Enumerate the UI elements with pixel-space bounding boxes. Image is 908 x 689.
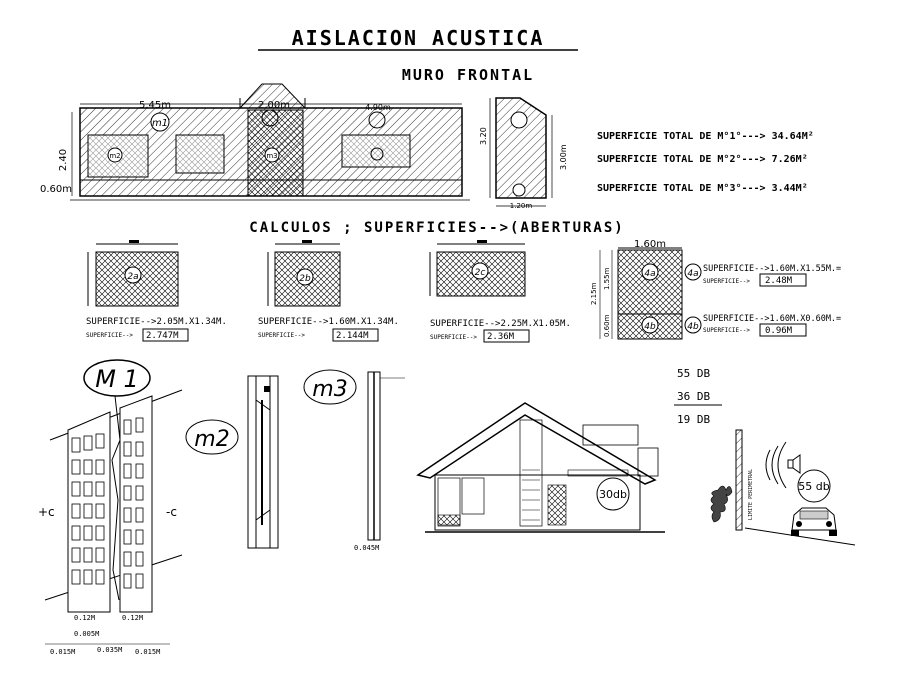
detail-m3-dim: 0.045M <box>354 544 379 552</box>
wall-label: LIMITE PERIMETRAL <box>748 469 754 520</box>
detail-m1-minus: -c <box>166 505 177 519</box>
opening-4a-line1: SUPERFICIE-->1.60M.X1.55M.= <box>703 264 841 274</box>
detail-m1-dim-2: 0.005M <box>74 630 99 638</box>
opening-2a-result: 2.747M <box>146 331 179 341</box>
opening-4b-result: 0.96M <box>765 326 793 336</box>
opening-2a: 2a SUPERFICIE-->2.05M.X1.34M. SUPERFICIE… <box>86 240 227 342</box>
db-value-1: 55 DB <box>677 367 710 380</box>
opening-4-h-total: 2.15m <box>590 282 598 305</box>
opening-2b-tag: 2b <box>299 274 311 284</box>
detail-m1-label: M 1 <box>95 365 139 393</box>
opening-4b-line2-label: SUPERFICIE--> <box>703 327 750 334</box>
opening-4b-tag: 4b <box>687 322 699 332</box>
db-value-3: 19 DB <box>677 413 710 426</box>
opening-4a-tag-inner: 4a <box>644 269 655 279</box>
opening-2c-result: 2.36M <box>487 332 515 342</box>
opening-4a-line2-label: SUPERFICIE--> <box>703 278 750 285</box>
dim-top-a: 5.45m <box>139 100 171 111</box>
opening-2b-line2-label: SUPERFICIE--> <box>258 332 305 339</box>
opening-2c-line2-label: SUPERFICIE--> <box>430 334 477 341</box>
opening-4b-tag-inner: 4b <box>644 322 656 332</box>
noise-source: 55 db <box>765 441 837 536</box>
opening-4-h-upper: 1.55m <box>603 267 611 290</box>
drawing-title: AISLACION ACUSTICA <box>292 26 545 50</box>
wall-tag-m2: m2 <box>109 152 120 160</box>
side-wall-elevation: 3.20 3.00m 1.20m <box>479 97 568 210</box>
opening-2a-tag: 2a <box>127 272 138 282</box>
dim-top-c: 4.90m <box>365 103 391 112</box>
detail-m3: m3 0.045M <box>303 369 405 552</box>
opening-2c-line1: SUPERFICIE-->2.25M.X1.05M. <box>430 319 571 329</box>
wall-tag-m3: m3 <box>266 152 277 160</box>
opening-2b-line1: SUPERFICIE-->1.60M.X1.34M. <box>258 317 399 327</box>
house-section: 30db <box>416 402 665 533</box>
opening-4-h-lower: 0.60m <box>603 314 611 337</box>
opening-4b-line1: SUPERFICIE-->1.60M.X0.60M.= <box>703 314 841 324</box>
sound-waves-icon <box>765 441 787 489</box>
detail-m2-label: m2 <box>194 427 229 452</box>
opening-2a-line1: SUPERFICIE-->2.05M.X1.34M. <box>86 317 227 327</box>
detail-m1-dim-1: 0.12M <box>74 614 95 622</box>
total-m3: SUPERFICIE TOTAL DE M°3°---> 3.44M² <box>597 183 808 194</box>
surface-totals: SUPERFICIE TOTAL DE M°1°---> 34.64M² SUP… <box>597 131 814 194</box>
opening-2b-result: 2.144M <box>336 331 369 341</box>
detail-m1-plus: +c <box>38 505 55 519</box>
opening-2c-tag: 2c <box>475 268 486 278</box>
section-title: CALCULOS ; SUPERFICIES-->(ABERTURAS) <box>249 220 624 236</box>
boundary-wall: LIMITE PERIMETRAL <box>710 429 856 546</box>
decibel-values: 55 DB 36 DB 19 DB <box>674 367 722 426</box>
front-wall-elevation: m1 m2 m3 5.45m 2.00m 4.90m 2.40 0.60m <box>40 83 470 201</box>
inside-db: 30db <box>599 488 627 501</box>
dim-base-height: 0.60m <box>40 184 72 195</box>
car-icon <box>791 507 837 536</box>
detail-m1-dim-4: 0.015M <box>50 648 75 656</box>
total-m2: SUPERFICIE TOTAL DE M°2°---> 7.26M² <box>597 154 808 165</box>
opening-4a-result: 2.48M <box>765 276 793 286</box>
detail-m1-dim-3: 0.12M <box>122 614 143 622</box>
dim-left-height: 2.40 <box>58 149 69 171</box>
total-m1: SUPERFICIE TOTAL DE M°1°---> 34.64M² <box>597 131 814 142</box>
side-dim-w: 1.20m <box>510 202 533 210</box>
side-dim-h2: 3.00m <box>559 144 568 170</box>
opening-2a-line2-label: SUPERFICIE--> <box>86 332 133 339</box>
opening-4a-tag: 4a <box>687 269 698 279</box>
detail-m1-dim-6: 0.015M <box>135 648 160 656</box>
detail-m2: m2 <box>185 375 279 549</box>
outside-db: 55 db <box>798 480 829 493</box>
opening-2b: 2b SUPERFICIE-->1.60M.X1.34M. SUPERFICIE… <box>258 240 399 342</box>
detail-m3-label: m3 <box>312 377 347 402</box>
side-dim-h1: 3.20 <box>479 127 488 145</box>
detail-m1-dim-5: 0.035M <box>97 646 122 654</box>
opening-2c: 2c SUPERFICIE-->2.25M.X1.05M. SUPERFICIE… <box>429 240 571 343</box>
db-value-2: 36 DB <box>677 390 710 403</box>
drawing-subtitle: MURO FRONTAL <box>402 66 534 84</box>
wall-tag-m1: m1 <box>152 118 168 129</box>
dim-top-b: 2.00m <box>258 100 290 111</box>
detail-m1: M 1 +c -c 0.12M 0.005M 0.12M 0.015M <box>38 359 183 656</box>
opening-4: 1.60m 2.15m 1.55m 0.60m 4a 4b 4a 4b SUPE… <box>590 239 841 340</box>
opening-4-width: 1.60m <box>634 239 666 250</box>
